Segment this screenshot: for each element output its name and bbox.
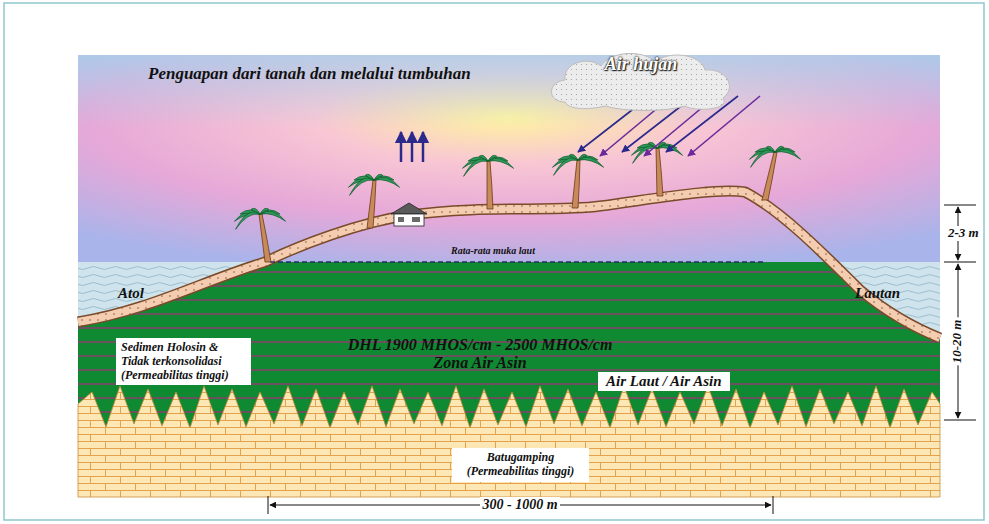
water-label: Lautan	[855, 285, 900, 302]
sea-level-label: Rata-rata muka laut	[449, 245, 537, 257]
dimension-label: 2-3 m	[946, 226, 981, 241]
cloud-label: Air hujan	[551, 54, 731, 75]
layer-label: Batugamping (Permeabilitas tinggi)	[458, 451, 583, 479]
layer-box: Air Laut / Air Asin	[598, 372, 730, 391]
layer-box: Sedimen Holosin & Tidak terkonsolidasi (…	[116, 338, 251, 385]
layer-box: Batugamping (Permeabilitas tinggi)	[452, 448, 589, 482]
process-label: Penguapan dari tanah dan melalui tumbuha…	[148, 64, 471, 84]
zone-label: DHL 1900 MHOS/cm - 2500 MHOS/cm Zona Air…	[330, 336, 630, 373]
water-label: Atol	[118, 285, 144, 302]
layer-label: Air Laut / Air Asin	[606, 373, 722, 390]
rain-cloud: Air hujan	[545, 48, 737, 118]
dimension-label: 300 - 1000 m	[480, 497, 559, 513]
layer-label: Sedimen Holosin & Tidak terkonsolidasi (…	[121, 341, 246, 382]
dimension-label: 10-20 m	[951, 317, 966, 365]
